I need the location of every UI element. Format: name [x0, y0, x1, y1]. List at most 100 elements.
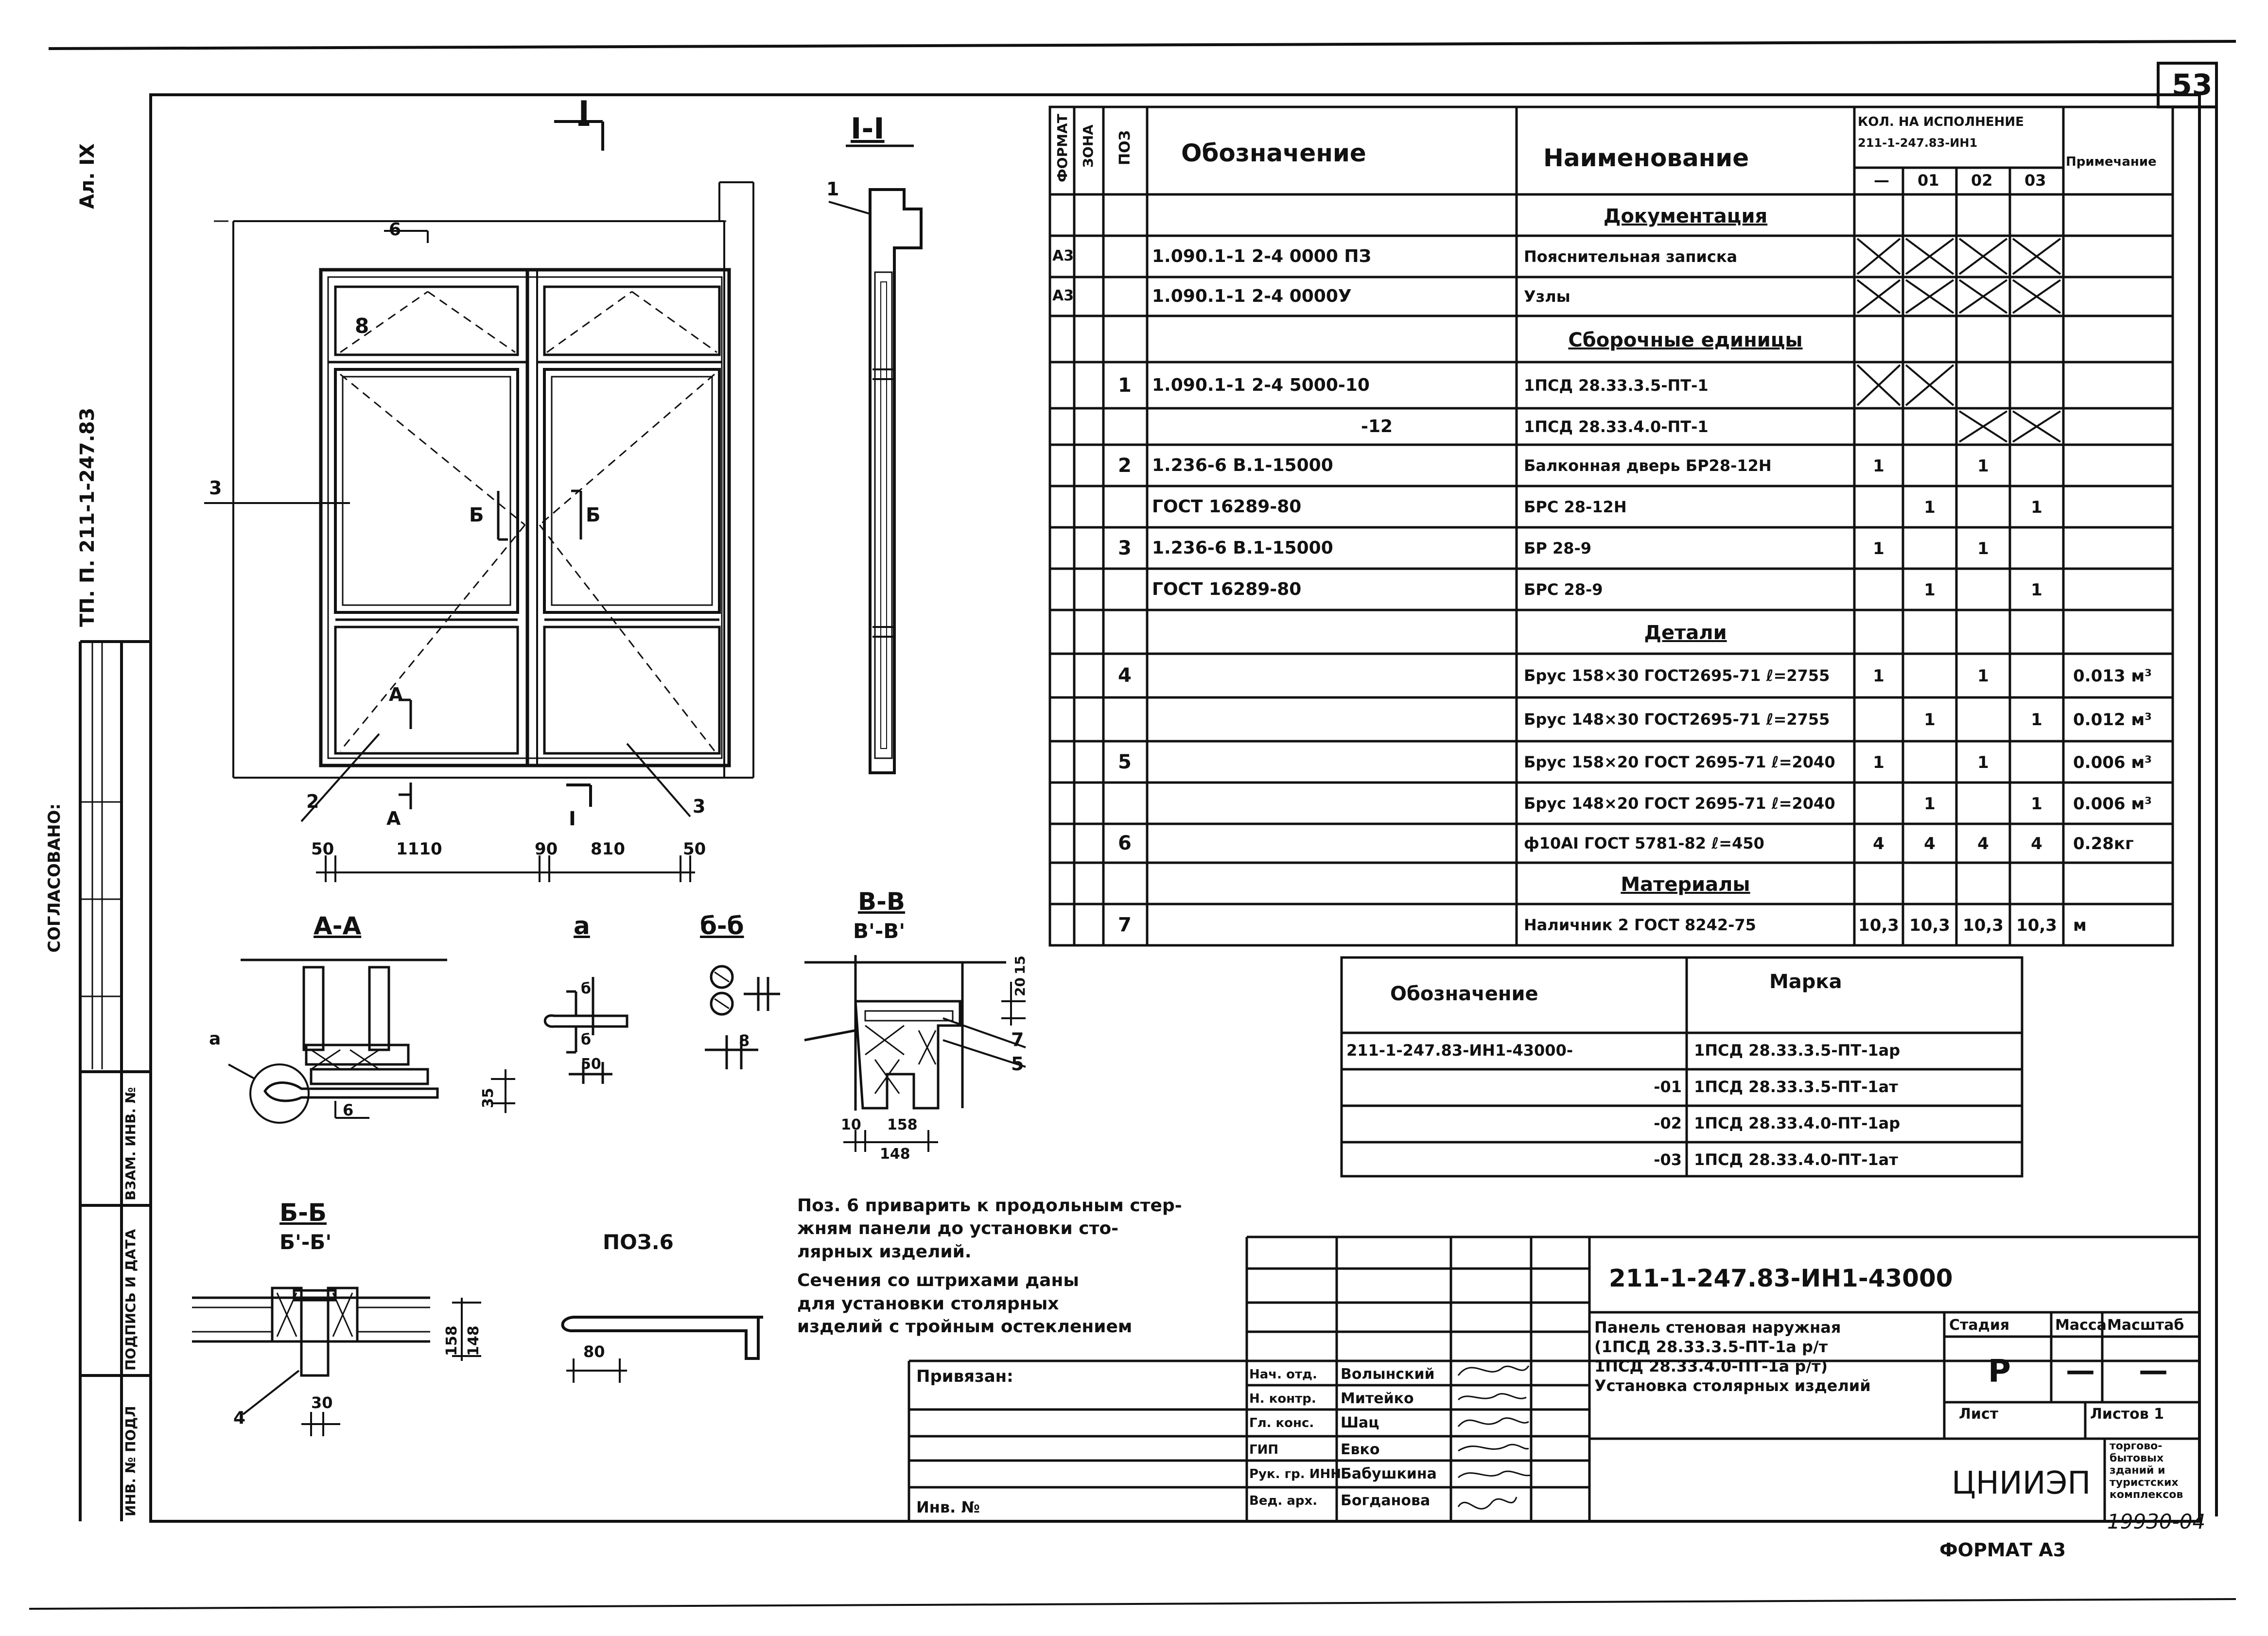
cross-mark [1905, 279, 1954, 314]
title-code: 211-1-247.83-ИН1-43000 [1609, 1264, 1953, 1292]
signer-name: Волынский [1341, 1366, 1435, 1383]
signer-name: Митейко [1341, 1390, 1414, 1407]
spec-cell-qty: 1 [1924, 580, 1936, 600]
archive-number: 19930-04 [2107, 1510, 2206, 1533]
spec-cell-designation: -12 [1361, 416, 1393, 436]
title-line: Панель стеновая наружная [1594, 1318, 1841, 1337]
spec-cell-qty: 4 [2031, 834, 2042, 853]
cross-mark [1856, 364, 1901, 406]
spec-cell-qty: 1 [1924, 794, 1936, 814]
callout-I-bottom: I [569, 808, 576, 830]
marks-cell-mark: 1ПСД 28.33.3.5-ПТ-1ар [1694, 1041, 1901, 1060]
inv-no-label: Инв. № [916, 1498, 980, 1516]
note-line: Сечения со штрихами даны [797, 1271, 1079, 1291]
dim-50-left: 50 [311, 839, 334, 859]
note-line: Поз. 6 приварить к продольным стер- [797, 1196, 1182, 1216]
callout-a-bottom: А [386, 808, 401, 829]
dim-810: 810 [591, 839, 625, 859]
spec-cell-qty: 1 [1977, 539, 1989, 558]
stage-label: Стадия [1949, 1317, 2010, 1334]
org-sub-line: комплексов [2110, 1489, 2183, 1501]
title-line: (1ПСД 28.33.3.5-ПТ-1а р/т [1594, 1338, 1828, 1356]
signer-name: Шац [1341, 1414, 1379, 1431]
spec-cell-qty: 10,3 [1858, 915, 1899, 935]
section-mark-I: I [578, 95, 590, 129]
signer-name: Евко [1341, 1441, 1380, 1458]
spec-cell-qty: 4 [1977, 834, 1989, 853]
spec-cell-name: Балконная дверь БР28-12Н [1524, 456, 1772, 475]
signer-role: Рук. гр. ИНН [1249, 1467, 1341, 1481]
th-qty-01: 01 [1918, 171, 1939, 190]
cross-mark [2012, 410, 2061, 443]
spec-cell-name: Брус 158×20 ГОСТ 2695-71 ℓ=2040 [1524, 752, 1835, 771]
spec-cell-format: А3 [1052, 287, 1074, 304]
spec-cell-qty: 10,3 [1909, 915, 1950, 935]
cross-mark [1958, 279, 2008, 314]
spec-cell-note: 0.28кг [2073, 834, 2134, 853]
spec-cell-designation: 1.236-6 В.1-15000 [1152, 455, 1333, 475]
cross-mark [1958, 238, 2008, 275]
org-sub-line: торгово- [2110, 1440, 2163, 1452]
signer-name: Бабушкина [1341, 1465, 1437, 1482]
dim-90: 90 [535, 839, 558, 859]
callout-8: 8 [355, 314, 369, 338]
spec-cell-qty: 1 [1977, 456, 1989, 476]
callout-a-top: А [389, 684, 403, 705]
spec-cell-qty: 1 [1924, 710, 1936, 730]
cross-mark [1856, 238, 1901, 275]
spec-cell-qty: 10,3 [1963, 915, 2004, 935]
th-qty-base: — [1874, 171, 1889, 190]
dim-50-a: 50 [581, 1056, 601, 1073]
cross-mark [2012, 279, 2061, 314]
note-line: для установки столярных [797, 1293, 1059, 1314]
spec-cell-pos: 7 [1118, 913, 1132, 936]
dim-b-bottom: б [581, 1031, 591, 1048]
spec-cell-qty: 1 [1977, 666, 1989, 686]
spec-cell-designation: 1.090.1-1 2-4 0000У [1152, 286, 1352, 306]
dim-1110: 1110 [396, 839, 442, 859]
marks-cell-designation: -01 [1654, 1078, 1682, 1096]
callout-7: 7 [1011, 1029, 1024, 1050]
spec-cell-name: Пояснительная записка [1524, 247, 1738, 266]
org-sub-line: зданий и [2110, 1464, 2165, 1477]
spec-cell-note: 0.013 м³ [2073, 666, 2152, 686]
detail-title-bb-small: б-б [700, 912, 744, 940]
spec-cell-name: ф10АI ГОСТ 5781-82 ℓ=450 [1524, 834, 1764, 853]
cross-mark [1856, 279, 1901, 314]
callout-3-right: 3 [693, 796, 706, 817]
spec-cell-note: м [2073, 915, 2087, 935]
mass-label: Масса [2055, 1317, 2107, 1334]
spec-cell-name: Узлы [1524, 287, 1570, 306]
sheets-label: Листов 1 [2090, 1406, 2164, 1423]
spec-section-heading: Документация [1603, 205, 1768, 227]
note-line: жням панели до установки сто- [797, 1218, 1119, 1239]
spec-cell-pos: 5 [1118, 750, 1132, 773]
spec-cell-name: БРС 28-9 [1524, 580, 1603, 599]
detail-title-bb: Б-Б [279, 1199, 327, 1227]
cross-mark [2012, 238, 2061, 275]
cross-mark [1905, 364, 1954, 406]
spec-cell-qty: 1 [2031, 580, 2042, 600]
spec-cell-name: Брус 158×30 ГОСТ2695-71 ℓ=2755 [1524, 666, 1830, 685]
th-qty-03: 03 [2024, 171, 2046, 190]
marks-th-mark: Марка [1769, 971, 1842, 993]
spec-cell-designation: ГОСТ 16289-80 [1152, 579, 1302, 599]
callout-3-left: 3 [209, 477, 222, 499]
dim-10: 10 [841, 1116, 861, 1133]
spec-cell-qty: 1 [1924, 497, 1936, 517]
marks-th-designation: Обозначение [1390, 983, 1538, 1005]
spec-cell-pos: 1 [1118, 374, 1132, 397]
spec-cell-designation: ГОСТ 16289-80 [1152, 496, 1302, 517]
spec-cell-qty: 10,3 [2016, 915, 2057, 935]
spec-cell-designation: 1.236-6 В.1-15000 [1152, 538, 1333, 558]
format-label: ФОРМАТ А3 [1939, 1539, 2066, 1561]
privyazan-label: Привязан: [916, 1367, 1013, 1386]
sheet-label: Лист [1959, 1406, 1999, 1423]
marks-cell-mark: 1ПСД 28.33.4.0-ПТ-1ат [1694, 1150, 1898, 1169]
dim-6: 6 [343, 1101, 354, 1119]
th-qty-02: 02 [1971, 171, 1993, 190]
cross-mark [1905, 238, 1954, 275]
spec-cell-pos: 3 [1118, 537, 1132, 559]
th-designation: Обозначение [1181, 139, 1366, 167]
